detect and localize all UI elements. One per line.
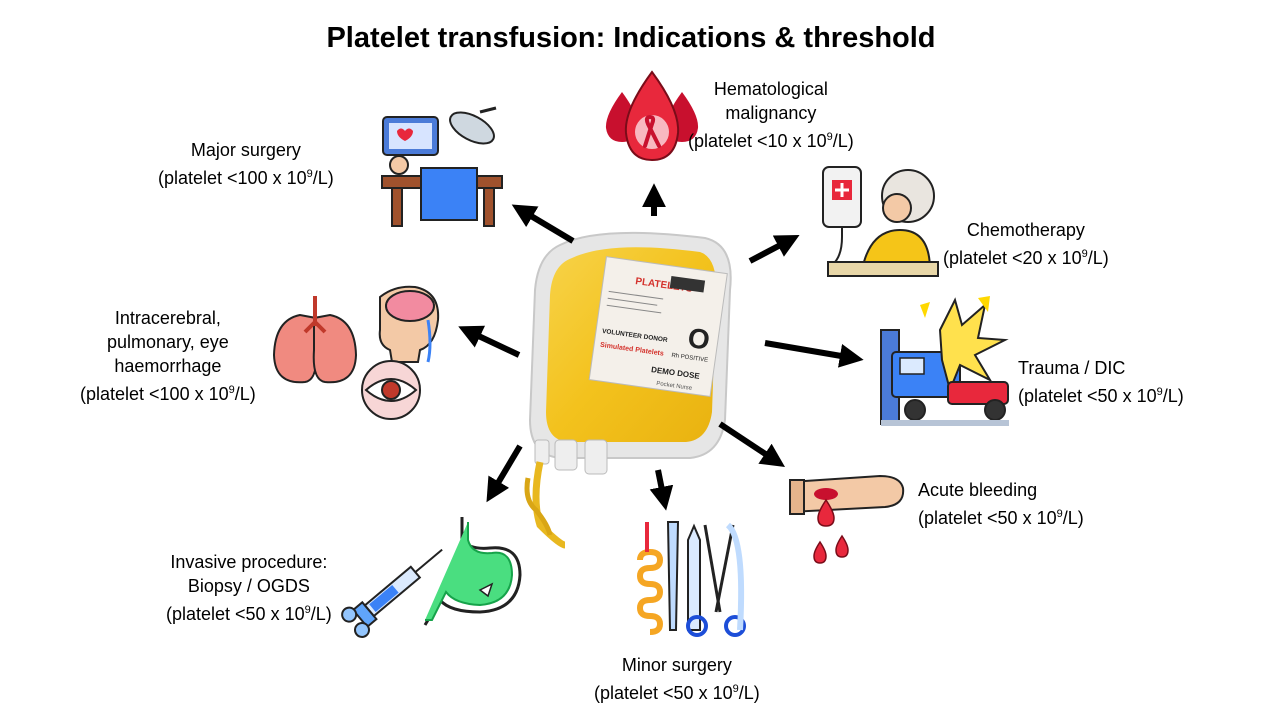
label-hematological: Hematological malignancy (platelet <10 x… (688, 77, 854, 153)
arrow-major-surgery (511, 204, 575, 244)
threshold-suffix: /L) (312, 168, 334, 188)
acute-bleeding-line-1: Acute bleeding (918, 480, 1038, 500)
arrow-acute-bleeding (718, 421, 786, 467)
threshold-prefix: (platelet <100 x 10 (80, 384, 229, 404)
threshold-prefix: (platelet <50 x 10 (166, 604, 305, 624)
haemorrhage-threshold: (platelet <100 x 109/L) (80, 378, 256, 406)
haemorrhage-line-1: Intracerebral, (114, 308, 221, 328)
page-title: Platelet transfusion: Indications & thre… (326, 22, 936, 54)
haemorrhage-line-3: haemorrhage (114, 356, 222, 376)
invasive-line-1: Invasive procedure: (170, 552, 328, 572)
arrow-trauma (764, 340, 864, 368)
arrow-chemotherapy (748, 234, 800, 264)
threshold-prefix: (platelet <20 x 10 (943, 248, 1082, 268)
chemotherapy-threshold: (platelet <20 x 109/L) (943, 242, 1109, 270)
label-minor-surgery: Minor surgery (platelet <50 x 109/L) (594, 653, 760, 705)
threshold-prefix: (platelet <50 x 10 (918, 508, 1057, 528)
threshold-exponent: 9 (1056, 508, 1063, 520)
surgical-instruments-icon (636, 521, 746, 637)
threshold-prefix: (platelet <100 x 10 (158, 168, 307, 188)
platelet-bag-icon: PLATELETS O Rh POSITIVE VOLUNTEER DONOR … (524, 231, 732, 549)
label-invasive: Invasive procedure: Biopsy / OGDS (plate… (166, 550, 332, 626)
chemotherapy-line-1: Chemotherapy (966, 220, 1085, 240)
threshold-suffix: /L) (1087, 248, 1109, 268)
label-chemotherapy: Chemotherapy (platelet <20 x 109/L) (943, 218, 1109, 270)
chemotherapy-patient-icon (822, 166, 939, 277)
operating-room-icon (381, 106, 503, 227)
hematological-line-2: malignancy (725, 103, 817, 123)
car-crash-icon (880, 296, 1009, 426)
hematological-line-1: Hematological (713, 79, 828, 99)
minor-surgery-threshold: (platelet <50 x 109/L) (594, 677, 760, 705)
haemorrhage-line-2: pulmonary, eye (107, 332, 229, 352)
arrows (458, 183, 864, 511)
trauma-line-1: Trauma / DIC (1018, 358, 1126, 378)
invasive-threshold: (platelet <50 x 109/L) (166, 598, 332, 626)
bag-maker-text: Pocket Nurse (656, 381, 693, 392)
threshold-suffix: /L) (832, 131, 854, 151)
label-acute-bleeding: Acute bleeding (platelet <50 x 109/L) (918, 478, 1084, 530)
arrow-invasive (486, 444, 523, 503)
threshold-exponent: 9 (1156, 386, 1163, 398)
threshold-exponent: 9 (732, 683, 739, 695)
threshold-exponent: 9 (228, 384, 235, 396)
threshold-suffix: /L) (1062, 508, 1084, 528)
threshold-prefix: (platelet <10 x 10 (688, 131, 827, 151)
threshold-exponent: 9 (1081, 248, 1088, 260)
hematological-threshold: (platelet <10 x 109/L) (688, 125, 854, 153)
bag-group-text: O (686, 322, 712, 356)
threshold-suffix: /L) (738, 683, 760, 703)
bleeding-arm-icon (789, 474, 905, 564)
threshold-suffix: /L) (1162, 386, 1184, 406)
major-surgery-line-1: Major surgery (190, 140, 301, 160)
bag-rh-text: Rh POSITIVE (671, 353, 708, 364)
threshold-suffix: /L) (234, 384, 256, 404)
threshold-prefix: (platelet <50 x 10 (594, 683, 733, 703)
minor-surgery-line-1: Minor surgery (621, 655, 732, 675)
stomach-syringe-icon (341, 517, 522, 638)
acute-bleeding-threshold: (platelet <50 x 109/L) (918, 502, 1084, 530)
threshold-exponent: 9 (304, 604, 311, 616)
threshold-exponent: 9 (826, 131, 833, 143)
threshold-prefix: (platelet <50 x 10 (1018, 386, 1157, 406)
trauma-threshold: (platelet <50 x 109/L) (1018, 380, 1184, 408)
blood-drop-ribbon-icon (605, 70, 699, 162)
label-trauma: Trauma / DIC (platelet <50 x 109/L) (1018, 356, 1184, 408)
arrow-haemorrhage (458, 325, 521, 358)
label-major-surgery: Major surgery (platelet <100 x 109/L) (158, 138, 334, 190)
threshold-suffix: /L) (310, 604, 332, 624)
arrow-minor-surgery (649, 469, 674, 511)
label-haemorrhage: Intracerebral, pulmonary, eye haemorrhag… (80, 306, 256, 406)
threshold-exponent: 9 (306, 168, 313, 180)
major-surgery-threshold: (platelet <100 x 109/L) (158, 162, 334, 190)
invasive-line-2: Biopsy / OGDS (187, 576, 310, 596)
lungs-brain-eye-icon (272, 285, 440, 420)
